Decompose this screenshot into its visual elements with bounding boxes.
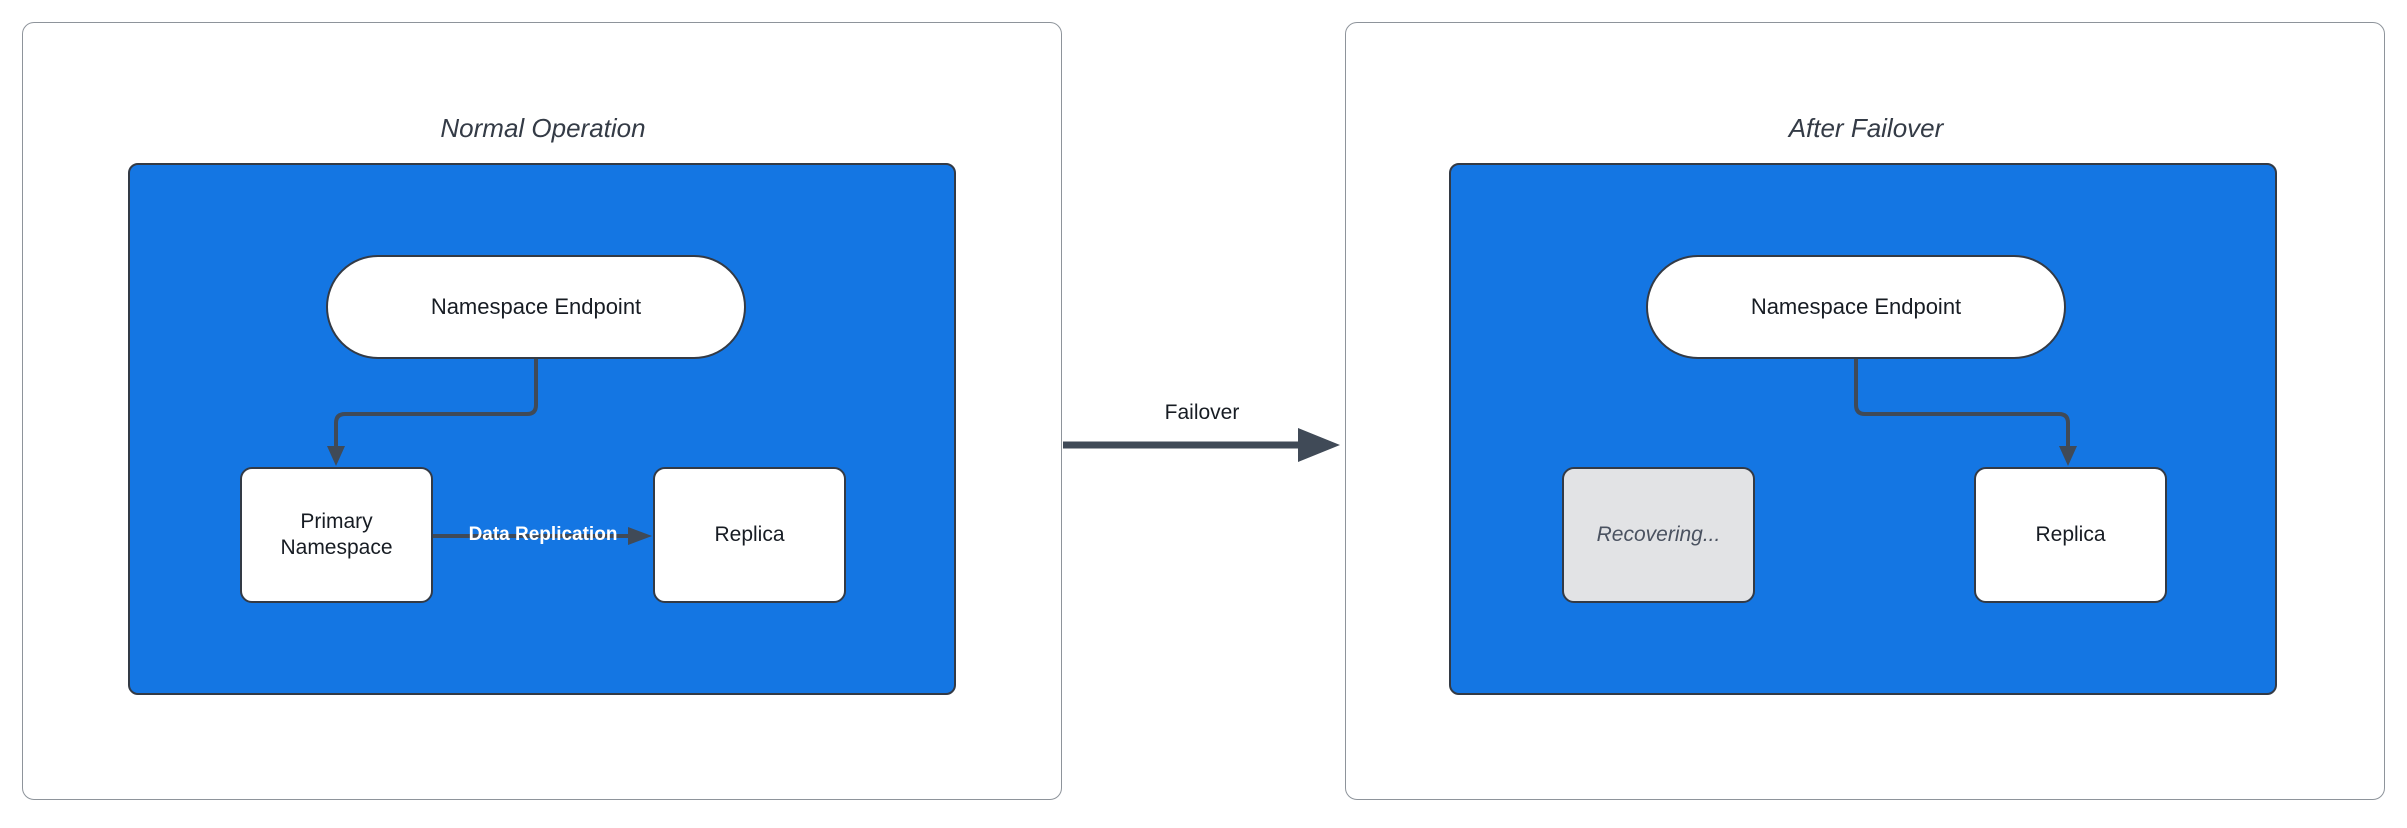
normal-replica-node: Replica [653,467,846,603]
normal-namespace-endpoint-label: Namespace Endpoint [430,294,642,320]
failover-arrow [1063,428,1340,462]
normal-namespace-endpoint-node: Namespace Endpoint [326,255,746,359]
normal-operation-title: Normal Operation [440,113,646,143]
failover-namespace-endpoint-node: Namespace Endpoint [1646,255,2066,359]
failover-replica-label: Replica [2035,522,2106,546]
after-failover-title: After Failover [1788,113,1944,143]
data-replication-edge-label: Data Replication [468,524,618,545]
normal-replica-label: Replica [714,522,785,546]
failover-edge-label: Failover [1164,401,1240,424]
recovering-node: Recovering... [1562,467,1755,603]
primary-namespace-label: Primary Namespace [280,509,393,559]
recovering-label: Recovering... [1596,522,1721,546]
after-failover-cluster [1449,163,2277,695]
normal-operation-cluster [128,163,956,695]
failover-replica-node: Replica [1974,467,2167,603]
primary-namespace-node: Primary Namespace [240,467,433,603]
failover-namespace-endpoint-label: Namespace Endpoint [1750,294,1962,320]
